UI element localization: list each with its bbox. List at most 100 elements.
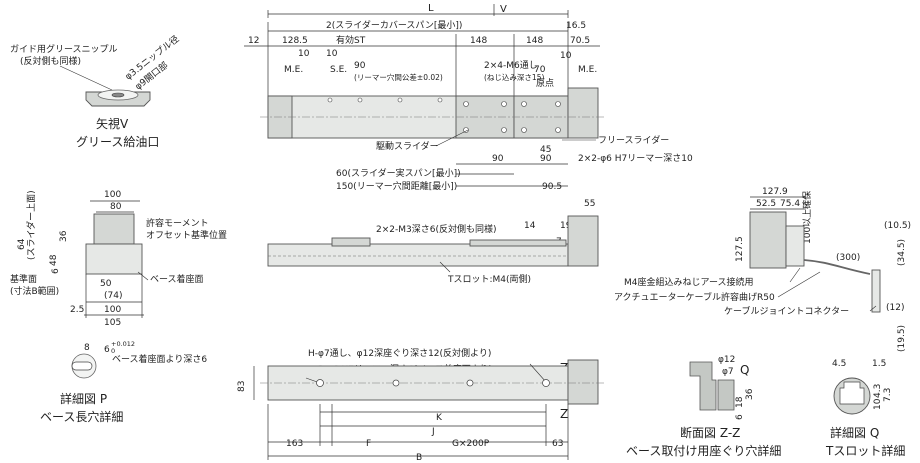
dim-74: (74) [104,291,122,301]
phi6-note: 2×2-φ6 H7リーマー深さ10 [578,153,693,164]
dim-F: F [366,439,371,449]
dim-19-5: (19.5) [897,325,907,352]
dim-70: 70 [534,65,546,75]
side-view: 100 80 64 (スライダー上面) 48 36 6 許容モーメント オフセッ… [10,190,227,328]
dim-K: K [436,413,443,423]
actuator-body-front [267,243,569,267]
dim-10a: 10 [298,49,310,59]
dim-side-top [90,200,140,213]
section-z-title: 断面図 Z-Z [680,425,740,440]
side-body [85,243,143,275]
detail-p-d8: 8 [84,343,90,353]
side-slider [93,213,135,245]
dim-63: 63 [552,439,563,449]
extension-lines-top [267,22,569,96]
dim-6-side: 6 [51,268,61,274]
dim-52-5: 52.5 [756,199,776,209]
cable [803,259,871,275]
reamer-tol: (リーマー穴間公差±0.02) [354,72,443,82]
dim-10b: 10 [326,49,338,59]
dim-19: 19 [560,221,572,231]
label-free-slider: フリースライダー [598,134,669,146]
top-view: L V 2(スライダーカバースパン[最小]) 16.5 12 128.5 有効S… [244,3,693,192]
sec-6: 6 [735,414,745,420]
label-drive-slider: 駆動スライダー [376,140,439,152]
dim-12-motor: (12) [886,303,904,313]
q-7-3: 7.3 [883,388,893,402]
base-holes [316,379,550,387]
dim-34-5: (34.5) [897,239,907,266]
base-mount-label: ベース着座面 [150,273,204,285]
section-z-subtitle: ベース取付け用座ぐり穴詳細 [626,443,781,458]
dim-55: 55 [584,199,595,209]
view-v-subtitle: グリース給油口 [76,135,159,149]
slider-front [469,239,567,247]
detail-p-title: 詳細図 P [60,391,107,406]
bottom-view: H-φ7通し、φ12深座ぐり深さ12(反対側より) 2-φ6 H7リーマー深さ6… [237,347,606,463]
nipple-note-sub: (反対側も同様) [20,55,81,67]
view-v: ガイド用グリースニップル (反対側も同様) φ3.5ニップル径 φ9開口部 矢視… [10,33,181,149]
sec-36: 36 [745,388,755,400]
front-view: 2×2-M3深さ6(反対側も同様) 14 19 55 7 Tスロット:M4(両側… [267,199,599,285]
label-me-right: M.E. [578,65,597,75]
dim-163: 163 [286,439,303,449]
m6-note-sub: (ねじ込み深さ15) [484,73,544,82]
label-me-left: M.E. [284,65,303,75]
span60-label: 60(スライダー実スパン[最小]) [336,167,461,179]
sec-phi7: φ7 [722,367,734,377]
view-arrow-V: V [500,4,507,15]
tslot-profile [839,381,865,405]
m6-note: 2×4-M6通し [484,60,538,71]
dim-300: (300) [836,253,860,263]
dim-16-5: 16.5 [566,21,586,31]
detail-p-subtitle: ベース長穴詳細 [40,409,123,424]
slider-top-label: (スライダー上面) [25,190,37,260]
detail-q-title: 詳細図 Q [830,425,879,440]
q-4-3: 4.3 [873,384,883,398]
section-z: φ12 φ7 Q 36 18 6 断面図 Z-Z ベース取付け用座ぐり穴詳細 [626,355,781,458]
dim-50: 50 [100,279,112,289]
leader-drive [435,129,469,147]
tslot-note: Tスロット:M4(両側) [447,273,531,285]
base-face-sub: (寸法B範囲) [10,285,59,297]
dim-127-9: 127.9 [762,187,788,197]
h-note: H-φ7通し、φ12深座ぐり深さ12(反対側より) [308,347,491,359]
dim-B: B [416,453,422,463]
dim-2-5: 2.5 [70,305,84,315]
dim-36: 36 [59,230,69,242]
long-hole-shape [71,361,93,371]
dim-148b: 148 [526,36,543,46]
dim-83: 83 [237,381,247,392]
cable-note: アクチュエーターケーブル許容曲げR50 [614,291,775,303]
detail-q: 4.5 1.5 7.3 4.3 10 詳細図 Q Tスロット詳細 [825,359,905,458]
joint-connector [871,269,881,313]
dim-100-top: 100 [104,190,121,200]
dim-G: G×200P [452,439,490,449]
motor-top [567,87,599,139]
dim-bottom-lines [268,411,568,457]
dim-127-5: 127.5 [735,236,745,262]
slider-holes-top [327,97,561,133]
dim-90-top: 90 [354,61,366,71]
dim-L-label: L [428,3,434,14]
motor-side: 127.9 52.5 75.4 100以上確保 127.5 (300) (10.… [614,187,911,352]
section-hatch-right [717,379,735,411]
leader-tslot [439,261,451,273]
dim-J: J [431,427,435,437]
motor-bottom [567,359,599,405]
joint-note: ケーブルジョイントコネクター [724,305,849,317]
m3-note: 2×2-M3深さ6(反対側も同様) [376,223,496,235]
dim-90b: 90 [540,154,552,164]
sec-18: 18 [735,396,745,408]
q-10: 10 [873,398,883,410]
motor-front [567,215,599,267]
detail-p-tol: +0.012 [111,340,135,348]
sec-Q: Q [740,363,749,377]
detail-p-depth: ベース着座面より深さ6 [112,353,207,365]
leaders-motor [777,267,877,312]
q-1-5: 1.5 [872,359,886,369]
motor-side-body [749,211,787,269]
moment-label-sub: オフセット基準位置 [146,229,227,241]
detail-p-d6: 6 [104,345,110,355]
